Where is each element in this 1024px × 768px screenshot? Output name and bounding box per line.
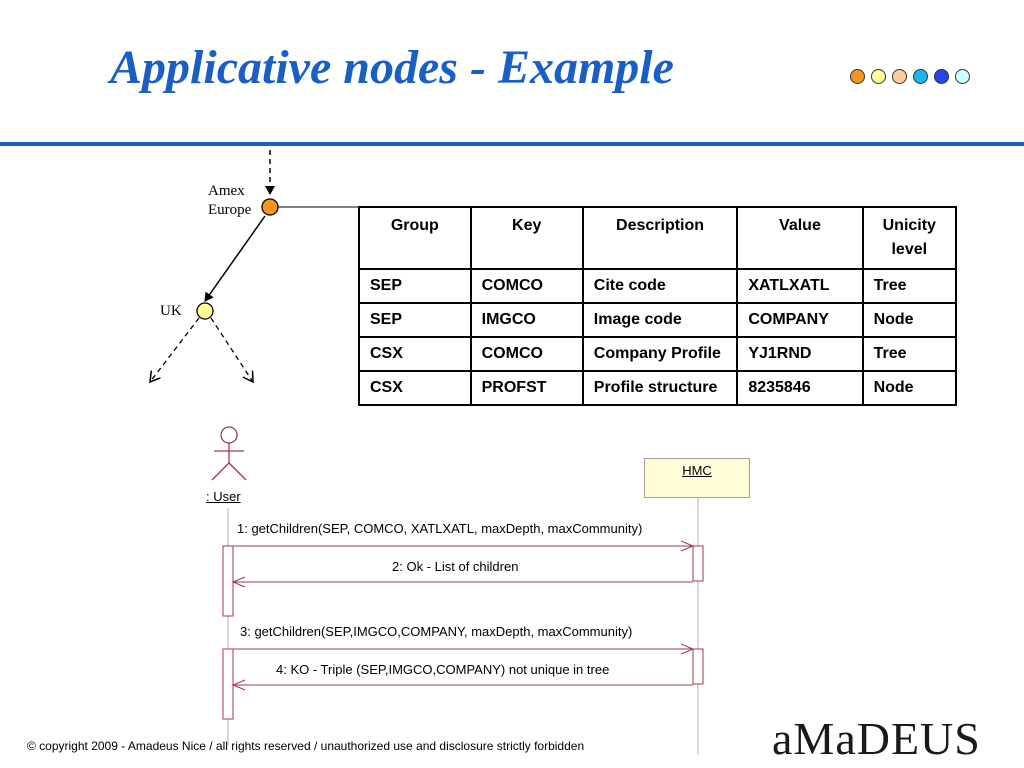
table-row: SEP IMGCO Image code COMPANY Node [358, 302, 958, 338]
uk-child-edge-right [210, 317, 253, 382]
node-uk [196, 302, 214, 320]
message-4-label: 4: KO - Triple (SEP,IMGCO,COMPANY) not u… [276, 662, 610, 677]
user-actor-label: : User [206, 489, 241, 504]
cell-group: SEP [358, 268, 472, 304]
title-rule [0, 142, 1024, 146]
cell-key: PROFST [469, 370, 584, 406]
uk-child-edge-left [150, 317, 200, 382]
copyright-footer: © copyright 2009 - Amadeus Nice / all ri… [27, 739, 585, 753]
dot-cyan [913, 69, 928, 84]
amadeus-logo: aMaDEUS [772, 713, 981, 764]
user-activation-1 [222, 545, 234, 617]
message-2-label: 2: Ok - List of children [392, 559, 519, 574]
hmc-lifeline-box: HMC [644, 458, 750, 498]
message-3-arrow [233, 643, 695, 655]
cell-key: COMCO [469, 268, 584, 304]
message-4-arrow [231, 679, 693, 691]
cell-unicity: Tree [861, 268, 958, 304]
dot-yellow [871, 69, 886, 84]
header-key: Key [469, 206, 584, 270]
user-activation-2 [222, 648, 234, 720]
cell-group: SEP [358, 302, 472, 338]
dot-blue [934, 69, 949, 84]
cell-group: CSX [358, 370, 472, 406]
message-3-label: 3: getChildren(SEP,IMGCO,COMPANY, maxDep… [240, 624, 633, 639]
node-label-europe: Europe [208, 202, 252, 218]
header-value: Value [736, 206, 864, 270]
dot-orange [850, 69, 865, 84]
cell-unicity: Node [861, 302, 958, 338]
table-row: CSX PROFST Profile structure 8235846 Nod… [358, 370, 958, 406]
message-1-arrow [233, 540, 695, 552]
header-unicity-level: Unicity level [861, 206, 958, 270]
decorative-dots [850, 69, 970, 84]
cell-value: COMPANY [736, 302, 864, 338]
cell-value: 8235846 [736, 370, 864, 406]
cell-description: Profile structure [581, 370, 739, 406]
header-unicity-line1: Unicity [882, 217, 936, 234]
header-group: Group [358, 206, 472, 270]
dot-peach [892, 69, 907, 84]
message-2-arrow [231, 576, 693, 588]
hmc-activation-2 [692, 648, 704, 685]
table-row: SEP COMCO Cite code XATLXATL Tree [358, 268, 958, 304]
cell-unicity: Node [861, 370, 958, 406]
header-description: Description [581, 206, 739, 270]
cell-unicity: Tree [861, 336, 958, 372]
user-actor-icon [211, 426, 247, 481]
cell-description: Company Profile [581, 336, 739, 372]
node-label-amex-europe: Amex Europe [208, 182, 251, 220]
cell-description: Cite code [581, 268, 739, 304]
node-amex-europe [261, 198, 279, 216]
table-row: CSX COMCO Company Profile YJ1RND Tree [358, 336, 958, 372]
cell-value: XATLXATL [736, 268, 864, 304]
cell-key: COMCO [469, 336, 584, 372]
message-1-label: 1: getChildren(SEP, COMCO, XATLXATL, max… [237, 521, 643, 536]
node-keys-table: Group Key Description Value Unicity leve… [358, 206, 958, 406]
hmc-activation-1 [692, 545, 704, 582]
header-unicity-line2: level [891, 241, 928, 258]
node-label-uk: UK [160, 303, 182, 319]
table-header-row: Group Key Description Value Unicity leve… [358, 206, 958, 270]
cell-description: Image code [581, 302, 739, 338]
cell-group: CSX [358, 336, 472, 372]
root-to-uk-edge [204, 215, 266, 302]
dot-light-cyan [955, 69, 970, 84]
cell-key: IMGCO [469, 302, 584, 338]
slide-title: Applicative nodes - Example [110, 41, 674, 94]
cell-value: YJ1RND [736, 336, 864, 372]
node-label-amex: Amex [208, 183, 245, 199]
